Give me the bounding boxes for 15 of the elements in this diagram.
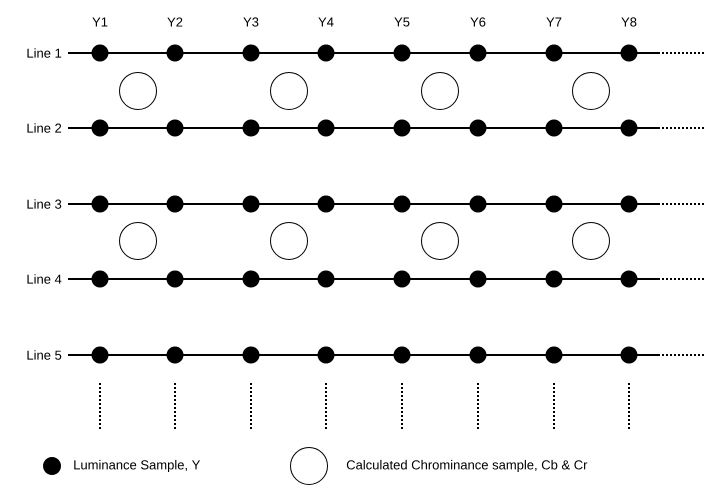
row-label: Line 5 bbox=[27, 350, 62, 360]
column-label: Y8 bbox=[621, 17, 636, 27]
legend-label: Calculated Chrominance sample, Cb & Cr bbox=[346, 460, 588, 472]
column-label: Y3 bbox=[243, 17, 258, 27]
column-label: Y1 bbox=[92, 18, 108, 26]
row-label: Line 1 bbox=[27, 48, 62, 58]
column-label: Y5 bbox=[394, 17, 410, 27]
column-label: Y4 bbox=[318, 18, 334, 26]
row-label: Line 4 bbox=[27, 274, 62, 284]
row-label: Line 2 bbox=[27, 123, 62, 133]
legend-label: Luminance Sample, Y bbox=[74, 460, 200, 472]
column-label: Y6 bbox=[470, 17, 486, 27]
column-label: Y7 bbox=[546, 18, 562, 26]
column-label: Y2 bbox=[167, 17, 182, 27]
row-label: Line 3 bbox=[27, 199, 62, 209]
